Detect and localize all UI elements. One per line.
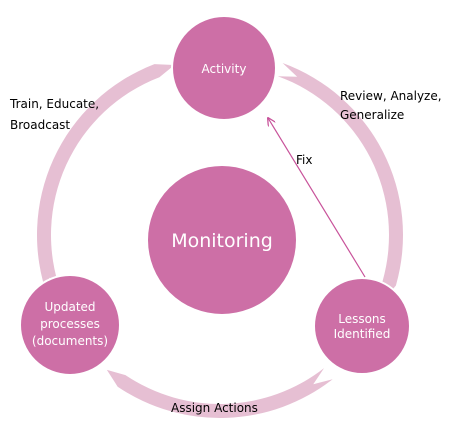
node-activity-label: Activity [202, 62, 247, 76]
node-updated-processes [19, 274, 121, 376]
ring-segment-train [36, 64, 175, 298]
node-updated-line-3: (documents) [32, 334, 108, 348]
edge-label-review-line-2: Generalize [340, 108, 404, 122]
edge-label-assign-actions: Assign Actions [171, 401, 258, 415]
node-activity [171, 15, 277, 121]
node-updated-line-2: processes [40, 317, 100, 331]
node-lessons-identified [313, 277, 411, 375]
edge-label-fix: Fix [296, 153, 312, 167]
cycle-ring [36, 63, 403, 418]
ring-segment-review [277, 63, 403, 301]
fix-arrow [268, 118, 366, 278]
center-label: Monitoring [171, 230, 273, 252]
edge-label-review-line-1: Review, Analyze, [340, 89, 442, 103]
node-updated-line-1: Updated [44, 300, 95, 314]
ring-segment-assign [106, 368, 333, 418]
center-circle [146, 164, 298, 316]
edge-label-train-line-2: Broadcast [10, 118, 70, 132]
node-lessons-line-1: Lessons [338, 312, 386, 326]
edge-label-train-line-1: Train, Educate, [9, 97, 99, 111]
node-lessons-line-2: Identified [334, 327, 391, 341]
